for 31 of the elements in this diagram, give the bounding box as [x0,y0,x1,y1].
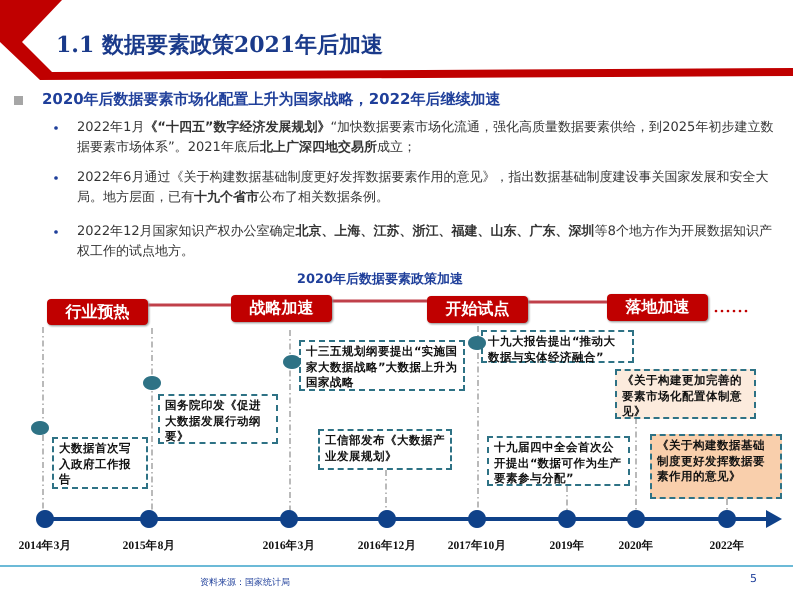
event-box: 《关于构建更加完善的要素市场化配置体制意见》 [615,369,756,419]
date-label: 2015年8月 [122,538,176,553]
phase-badge: 落地加速 [607,294,708,321]
page-number: 5 [750,572,758,585]
date-label: 2016年12月 [356,538,418,553]
date-label: 2014年3月 [18,538,72,553]
date-label: 2017年10月 [446,538,508,553]
event-box: 《关于构建数据基础制度更好发挥数据要素作用的意见》 [650,434,782,499]
subheading: 2020年后数据要素市场化配置上升为国家战略，2022年后继续加速 [42,90,502,109]
connector-line [528,300,607,304]
date-label: 2020年 [618,538,654,553]
bullet-text: 2022年1月《“十四五”数字经济发展规划》“加快数据要素市场化流通，强化高质量数据要素供给，到2025年初步建立数据要素市场体系”。2021年底后北上广深四地交易所成立； [77,118,774,156]
bullet-text: 2022年6月通过《关于构建数据基础制度更好发挥数据要素作用的意见》，指出数据基础制度建设事关国家发展和安全大局。地方层面，已有十九个省市公布了相关数据条例。 [77,169,770,206]
date-label: 2016年3月 [262,538,316,553]
event-box: 十三五规划纲要提出“实施国家大数据战略”大数据上升为国家战略 [299,340,465,391]
event-box: 十九届四中全会首次公开提出“数据可作为生产要素参与分配” [487,436,630,486]
source-note: 资料来源：国家统计局 [200,576,291,589]
date-label: 2019年 [548,538,586,553]
phase-badge: 战略加速 [231,295,332,322]
connector-line [332,300,427,302]
phase-badge: 开始试点 [427,296,528,323]
event-box: 工信部发布《大数据产业发展规划》 [318,429,452,470]
slide-title: 1.1 数据要素政策2021年后加速 [56,31,384,60]
connector-line [148,304,231,306]
chart-title: 2020年后数据要素政策加速 [296,270,464,288]
event-box: 大数据首次写入政府工作报告 [52,437,148,489]
date-label: 2022年 [708,538,746,553]
bullet-text: 2022年12月国家知识产权办公室确定北京、上海、江苏、浙江、福建、山东、广东、深圳等8个地方作为开展数据知识产权工作的试点地方。 [77,222,773,260]
event-box: 国务院印发《促进大数据发展行动纲要》 [158,394,278,444]
event-box: 十九大报告提出“推动大数据与实体经济融合” [481,330,634,363]
phase-badge: 行业预热 [47,299,148,325]
